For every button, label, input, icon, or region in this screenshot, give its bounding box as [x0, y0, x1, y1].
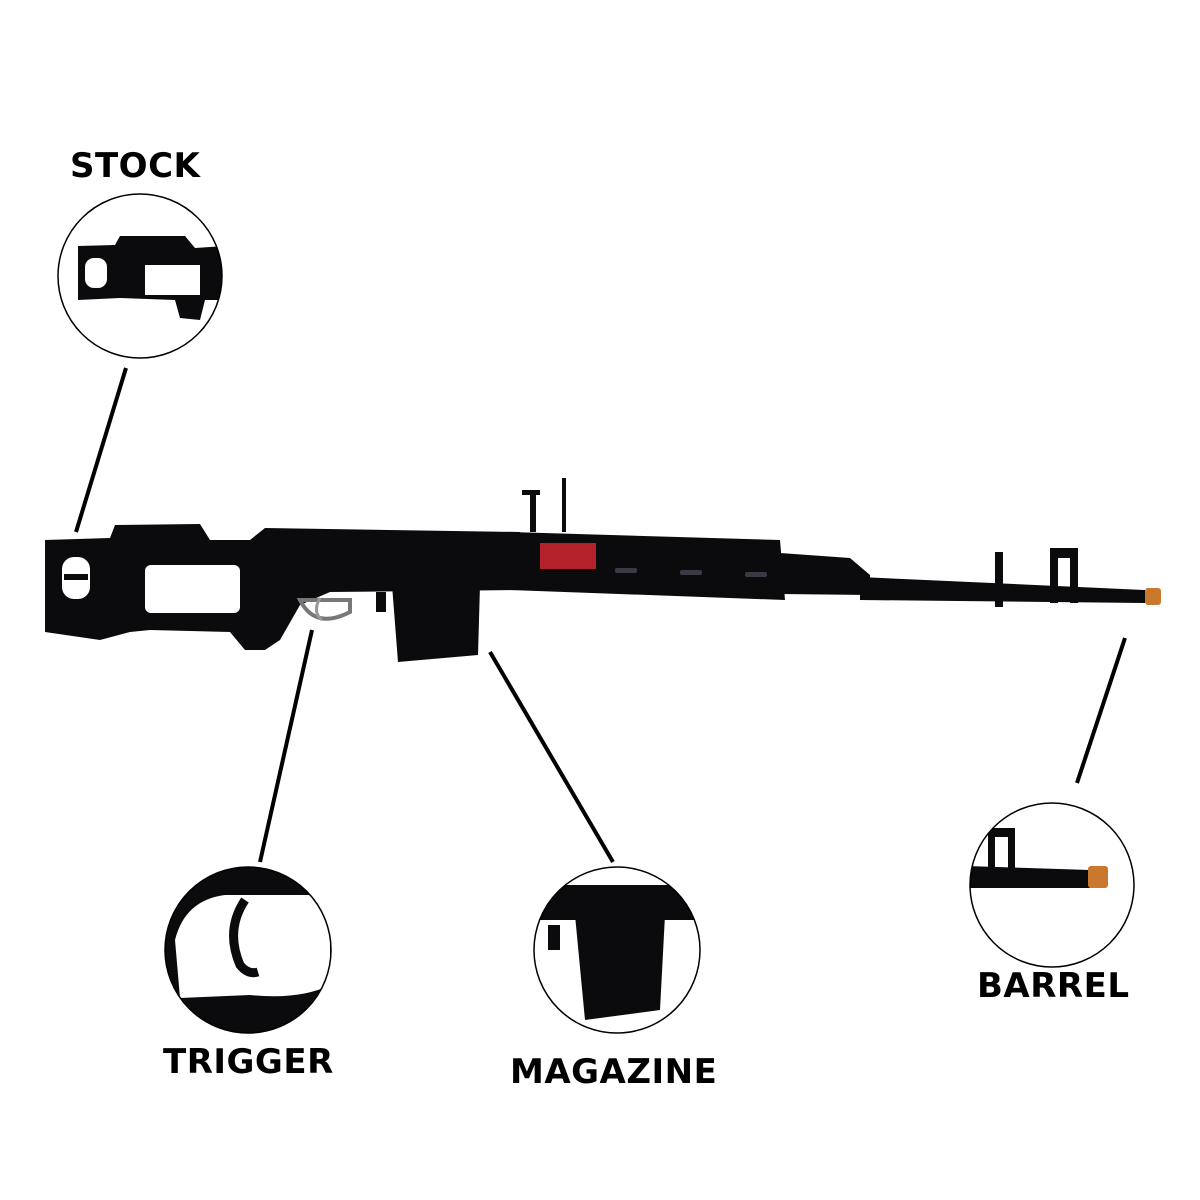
- stock-label: STOCK: [70, 146, 201, 186]
- trigger-detail-circle: [164, 866, 332, 1034]
- muzzle-tip: [1145, 588, 1161, 605]
- barrel-label: BARREL: [977, 966, 1130, 1006]
- trigger-guard: [296, 598, 352, 621]
- trigger: [315, 597, 324, 622]
- magazine-label: MAGAZINE: [510, 1052, 718, 1092]
- magazine-detail-circle: [533, 866, 701, 1034]
- rifle-image: [45, 478, 1161, 662]
- magazine-leader-line: [488, 650, 615, 864]
- barrel-detail-circle: [969, 802, 1135, 968]
- magazine-shape: [392, 585, 480, 662]
- trigger-leader-line: [258, 629, 314, 863]
- trigger-label: TRIGGER: [163, 1042, 334, 1082]
- stock-cutout: [145, 565, 240, 613]
- leader-lines: [74, 367, 1127, 864]
- stock-leader-line: [74, 367, 128, 533]
- stock-detail-circle: [57, 193, 223, 359]
- label-sticker: [540, 543, 596, 569]
- barrel-leader-line: [1075, 637, 1127, 784]
- stock-shape: [45, 524, 520, 650]
